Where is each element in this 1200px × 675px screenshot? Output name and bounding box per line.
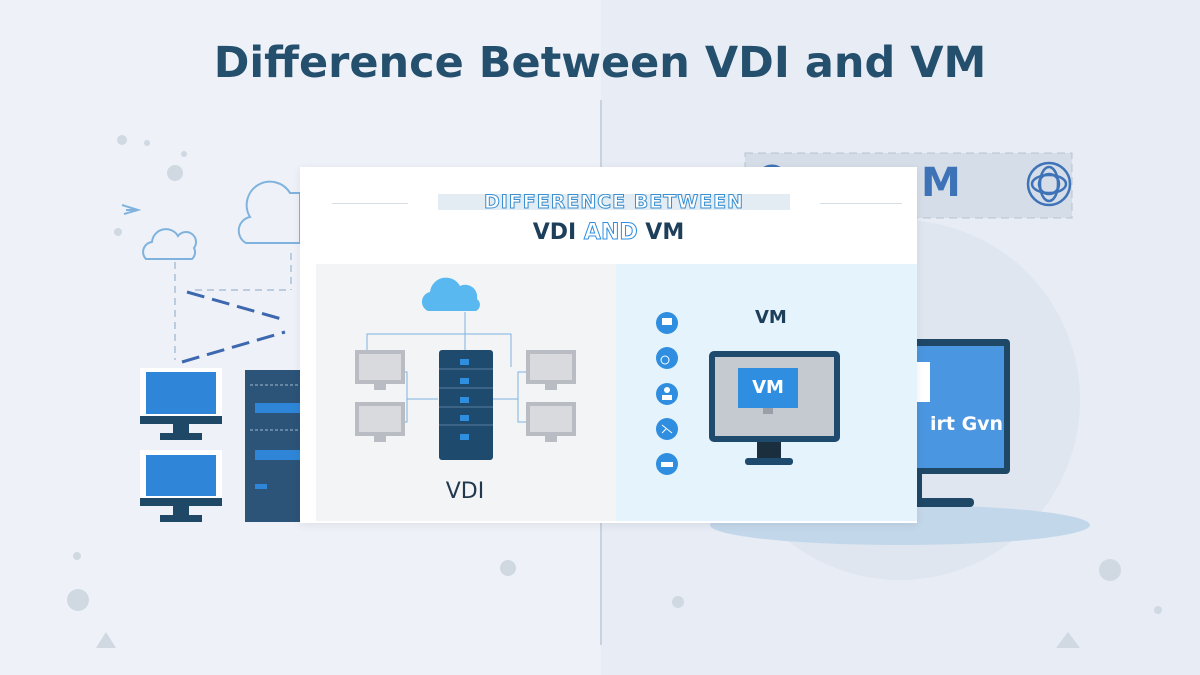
desktop-monitor-icon [140, 368, 222, 522]
page-title: Difference Between VDI and VM [213, 38, 987, 88]
arrow-icon [121, 204, 142, 215]
card-subtitle: DIFFERENCE BETWEEN [438, 194, 790, 210]
divider-line [820, 203, 902, 204]
vm-label: VM [755, 307, 787, 328]
server-rack-icon [245, 370, 305, 522]
cloud-icon [421, 277, 480, 311]
title-and: AND [583, 220, 638, 246]
network-icon [656, 347, 678, 369]
user-icon [656, 383, 678, 405]
dashed-connector-lines [174, 253, 292, 360]
comparison-card: DIFFERENCE BETWEEN VDI AND VM [300, 167, 917, 523]
globe-icon [1026, 161, 1072, 207]
vdi-label: VDI [445, 479, 485, 504]
card-illustration [355, 277, 840, 475]
cloud-icon [142, 180, 301, 260]
banner-text: M [921, 160, 961, 206]
vm-monitor-icon [709, 351, 840, 465]
connector-lines [366, 312, 533, 423]
vm-screen-label: VM [752, 377, 784, 398]
large-monitor-icon [900, 339, 1010, 507]
card-title: VDI AND VM [300, 220, 917, 246]
decorative-dots [67, 135, 1162, 648]
vm-feature-icons [656, 312, 678, 475]
title-vm: VM [645, 220, 685, 245]
background-monitor-text: irt Gvn [930, 413, 1004, 435]
thin-client-monitor-icon [355, 350, 576, 442]
server-icon [439, 350, 493, 460]
divider-line [332, 203, 408, 204]
title-vdi: VDI [532, 220, 577, 245]
